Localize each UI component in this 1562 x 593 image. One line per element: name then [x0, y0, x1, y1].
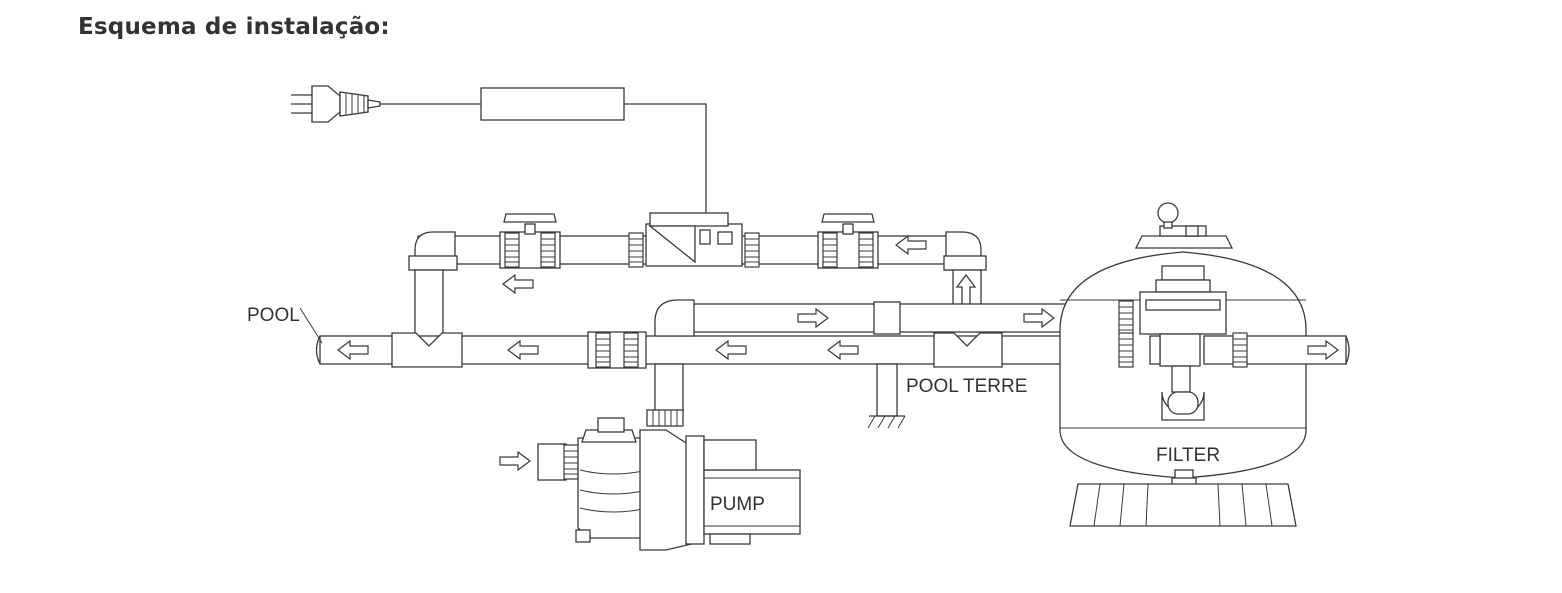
flow-arrow-right-icon — [499, 451, 531, 471]
ball-valve-left — [499, 213, 561, 269]
filter-outlet-union — [1118, 332, 1134, 368]
electrolysis-cell — [628, 212, 760, 268]
label-pump: PUMP — [710, 494, 765, 515]
pump — [537, 409, 801, 551]
union-coupling — [587, 331, 647, 369]
label-pool: POOL — [247, 305, 300, 326]
label-filter: FILTER — [1156, 445, 1220, 466]
page-title: Esquema de instalação: — [78, 14, 390, 40]
power-plug-icon — [291, 85, 381, 123]
label-pool-terre: POOL TERRE — [906, 376, 1027, 397]
flow-arrow-left-icon — [502, 274, 534, 294]
filter-inlet-union — [1118, 300, 1134, 336]
sensor-cable — [624, 103, 707, 213]
ground-connector — [867, 363, 906, 429]
ball-valve-right — [817, 213, 879, 269]
controller-box — [480, 87, 625, 121]
